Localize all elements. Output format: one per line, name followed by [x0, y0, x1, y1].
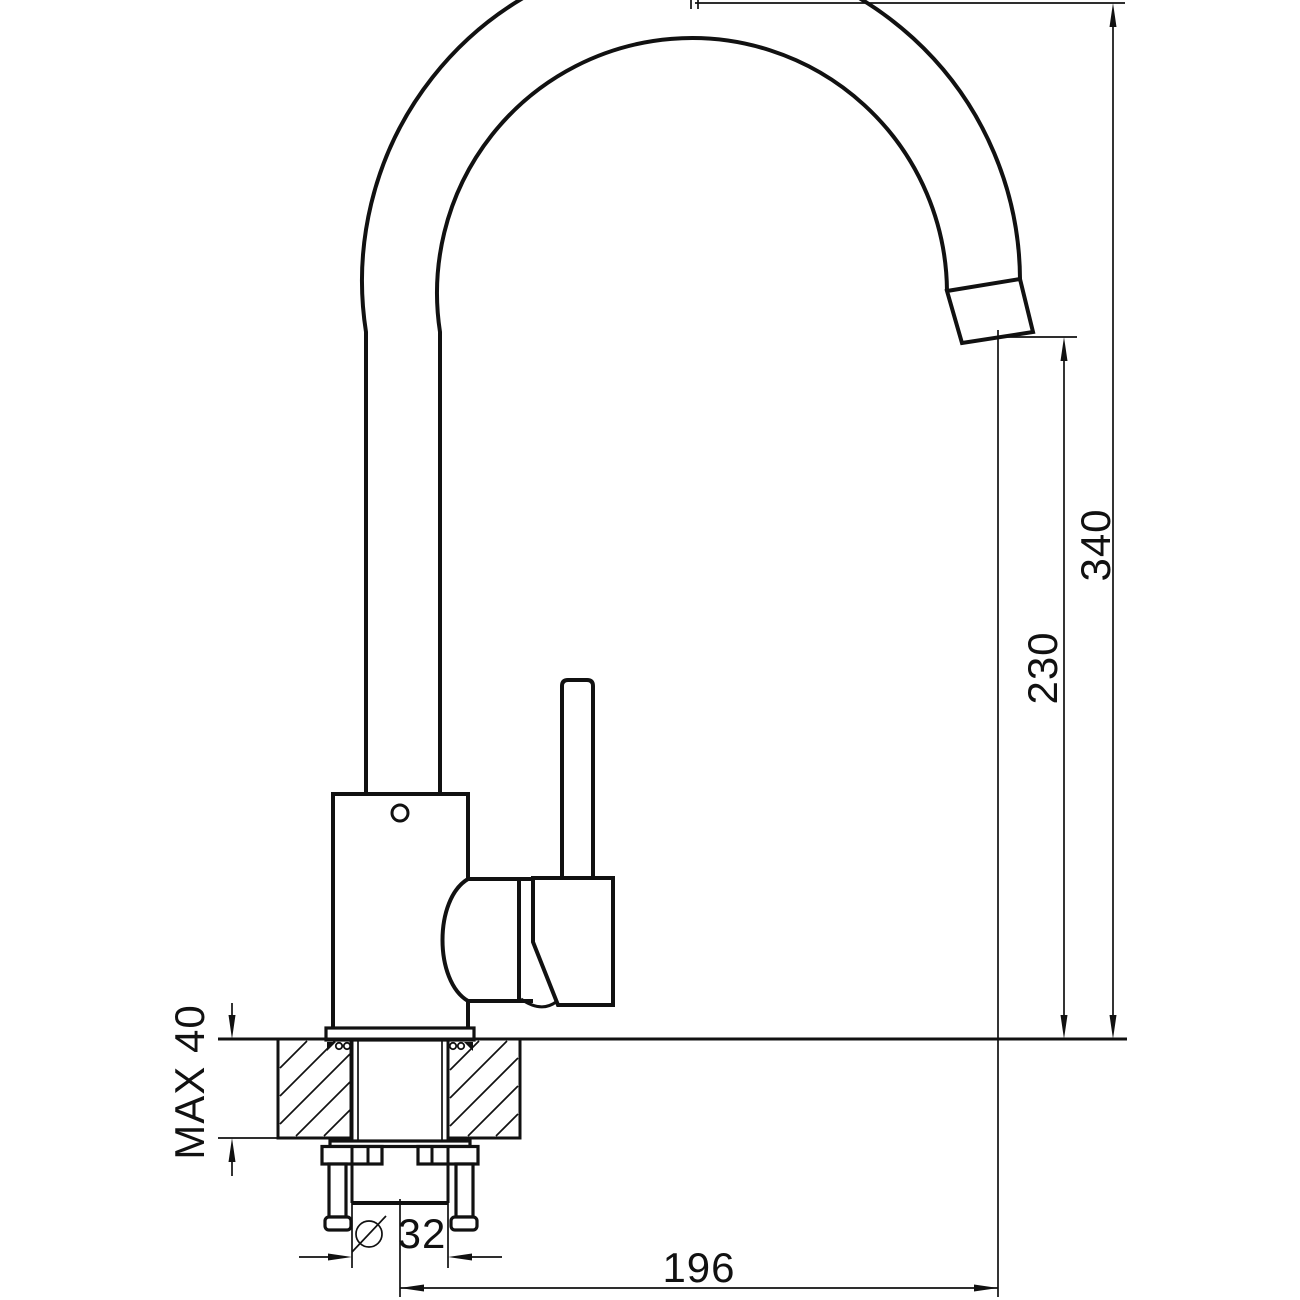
arrow-right-196 [974, 1284, 998, 1292]
arrow-right-d32 [328, 1253, 352, 1261]
arrow-down-230 [1060, 1015, 1068, 1039]
stud-foot-left [323, 1215, 353, 1232]
shank-inner-lines [357, 1040, 443, 1141]
mounting-stud-left [327, 1162, 348, 1219]
o-ring-right-1 [448, 1041, 458, 1051]
arrow-down-340 [1109, 1015, 1117, 1039]
counter-hatching-right [449, 1040, 519, 1137]
dimension-label-340: 340 [1072, 508, 1119, 581]
faucet-outline [320, 0, 1036, 1232]
aerator-tip [944, 276, 1036, 346]
counter-hatching-left [279, 1040, 351, 1137]
dimension-outlet-height: 230 [1019, 337, 1068, 1039]
dimension-label-32: 32 [398, 1210, 447, 1257]
arrow-left-d32 [448, 1253, 472, 1261]
dimension-hole-diameter: 32 [299, 1210, 502, 1261]
dimension-max-thickness: MAX 40 [166, 1003, 236, 1176]
handle-lever [560, 678, 595, 878]
stud-foot-right [449, 1215, 479, 1232]
handle-base [531, 876, 615, 1007]
body-pin-hole [390, 803, 410, 823]
ext-line-spout-top [690, 0, 1125, 9]
joint-bottom-arc [520, 997, 557, 1009]
arrow-left-196 [400, 1284, 424, 1292]
arrow-up-230 [1060, 337, 1068, 361]
nut-facet-lines [366, 1147, 434, 1164]
seal-wedge-left [327, 1042, 336, 1051]
ext-line-outlet [997, 330, 1077, 346]
dimension-spout-reach: 196 [400, 1244, 998, 1292]
spout-outer-wall [360, 0, 1022, 794]
seal-wedge-right [464, 1042, 473, 1051]
o-ring-right-2 [456, 1041, 466, 1051]
shank-walls [350, 1040, 450, 1141]
dimension-label-196: 196 [662, 1244, 735, 1291]
o-ring-left-1 [334, 1041, 344, 1051]
dimension-annotations: 340 230 MAX 40 32 [166, 0, 1125, 1297]
diameter-icon [351, 1215, 387, 1253]
dimension-overall-height: 340 [1072, 3, 1119, 1039]
faucet-body [331, 792, 470, 1028]
arrow-up-340 [1109, 3, 1117, 27]
countertop-section [218, 1037, 1127, 1140]
dimension-label-max40: MAX 40 [166, 1004, 213, 1159]
mounting-stud-right [454, 1162, 475, 1219]
spout-inner-wall [435, 36, 949, 794]
locking-washer [328, 1139, 472, 1149]
arrow-up-max40 [228, 1138, 236, 1162]
ext-lines-hole-diameter [351, 1203, 449, 1268]
dimension-label-230: 230 [1019, 631, 1066, 704]
arrow-down-max40 [228, 1015, 236, 1039]
o-ring-left-2 [342, 1041, 352, 1051]
tailpiece-walls [350, 1146, 450, 1203]
